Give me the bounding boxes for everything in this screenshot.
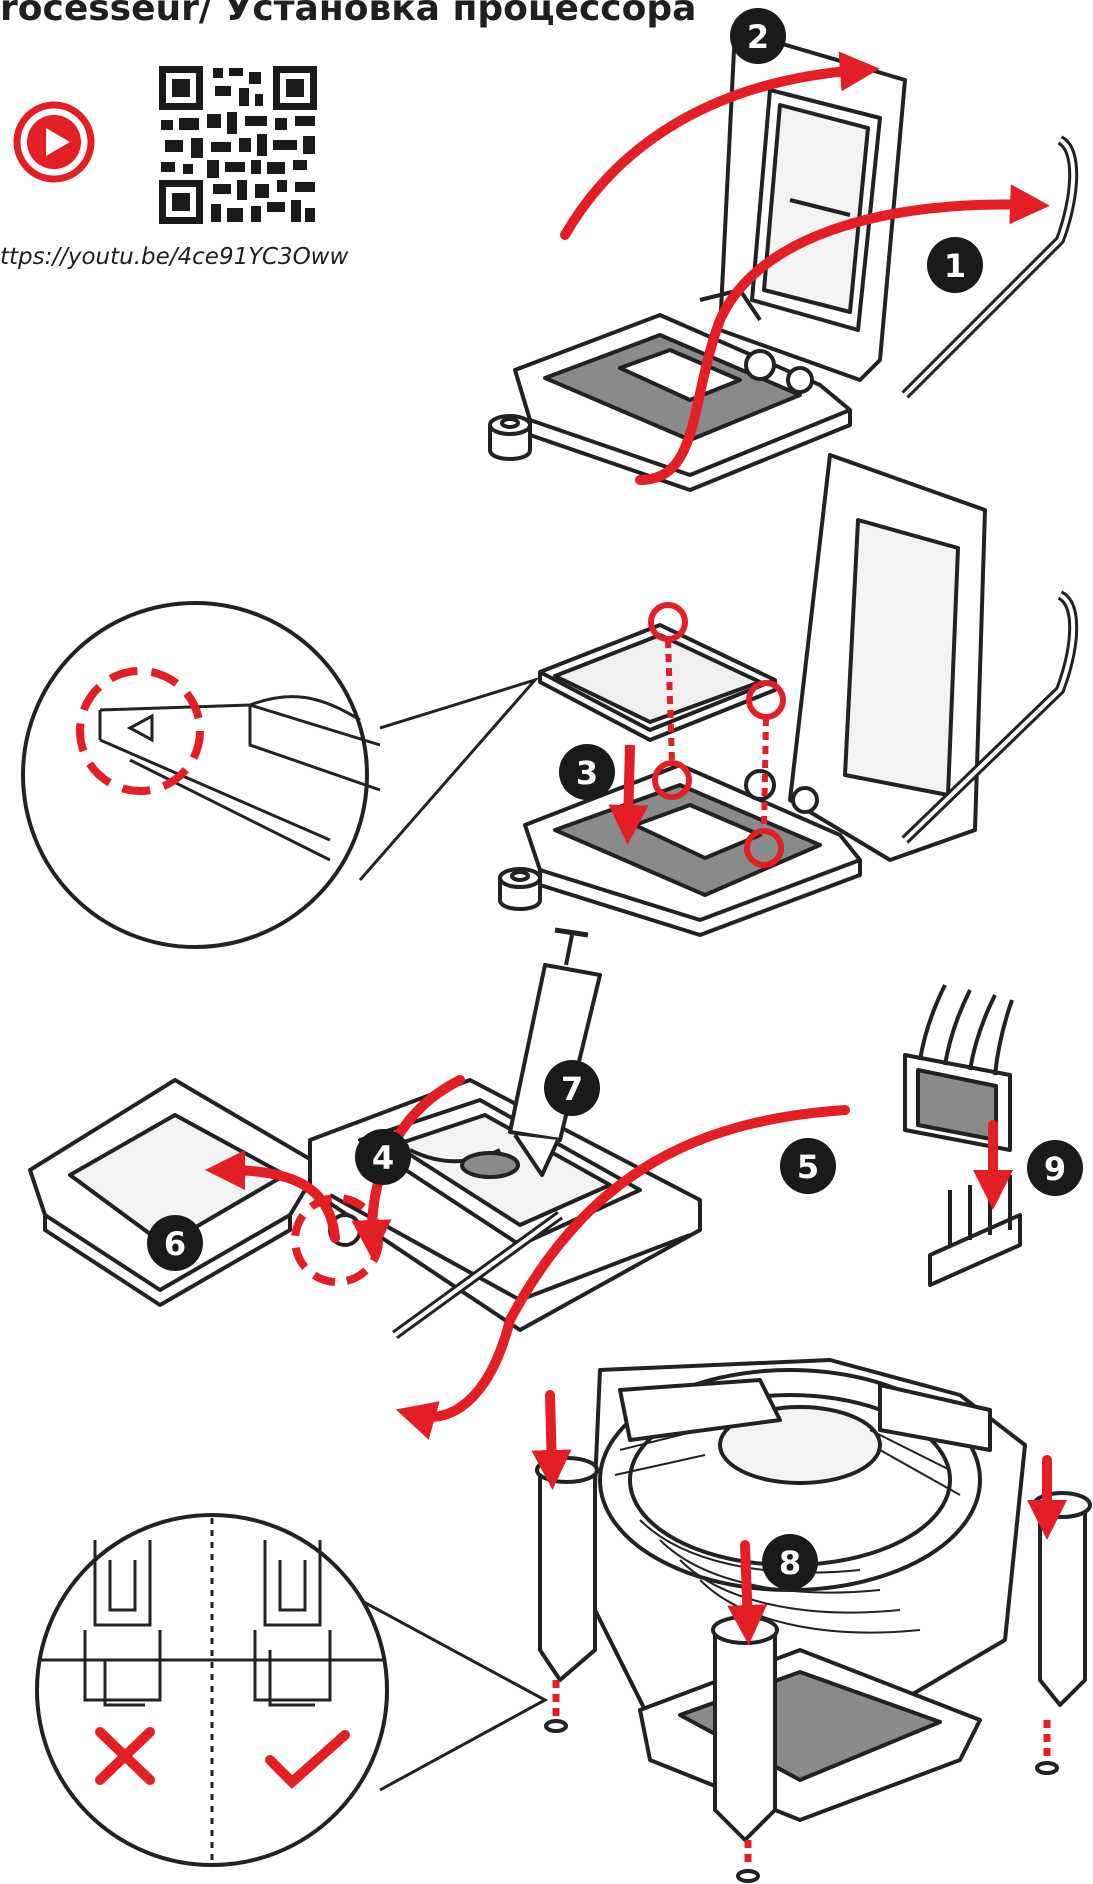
- svg-text:4: 4: [372, 1139, 394, 1177]
- step-8-badge: 8: [762, 1534, 818, 1590]
- insert-cpu-scene: [498, 453, 1079, 937]
- step-5-badge: 5: [780, 1138, 836, 1194]
- step-badges: 2 1 3 7 4 5 9 6 8: [147, 8, 1083, 1590]
- svg-text:1: 1: [944, 247, 966, 285]
- push-pin-dashes: [552, 1680, 1051, 1868]
- svg-text:7: 7: [561, 1070, 583, 1108]
- svg-text:2: 2: [747, 18, 769, 56]
- svg-text:8: 8: [779, 1544, 801, 1582]
- correct-icon: [265, 1730, 350, 1789]
- video-url-link[interactable]: ttps://youtu.be/4ce91YC3Oww: [0, 244, 349, 270]
- step-1-badge: 1: [927, 237, 983, 293]
- step-3-badge: 3: [559, 744, 615, 800]
- svg-text:5: 5: [797, 1148, 819, 1186]
- step-7-badge: 7: [544, 1060, 600, 1116]
- notch-zoom-callout: [21, 601, 540, 949]
- play-icon[interactable]: [12, 100, 96, 184]
- wrong-icon: [95, 1727, 155, 1785]
- step-6-badge: 6: [147, 1215, 203, 1271]
- socket-open-scene: [488, 28, 1079, 492]
- insert-arrow: [608, 744, 649, 845]
- screw-marker: [291, 1194, 383, 1286]
- pin-zoom-callout: [35, 1513, 549, 1867]
- svg-text:6: 6: [164, 1225, 186, 1263]
- qr-code-icon[interactable]: [155, 62, 321, 228]
- svg-text:9: 9: [1044, 1150, 1066, 1188]
- page-title: rocesseur/ Установка процессора: [0, 0, 697, 29]
- push-pin-arrows: [531, 1390, 1067, 1645]
- alignment-markers: [648, 602, 786, 868]
- step-4-badge: 4: [355, 1129, 411, 1185]
- step-9-badge: 9: [1027, 1140, 1083, 1196]
- step-2-badge: 2: [730, 8, 786, 64]
- socket-closed-scene: [28, 927, 1022, 1340]
- svg-text:3: 3: [576, 754, 598, 792]
- cooler-scene: [535, 1358, 1092, 1883]
- lever-arrows: [560, 51, 1050, 485]
